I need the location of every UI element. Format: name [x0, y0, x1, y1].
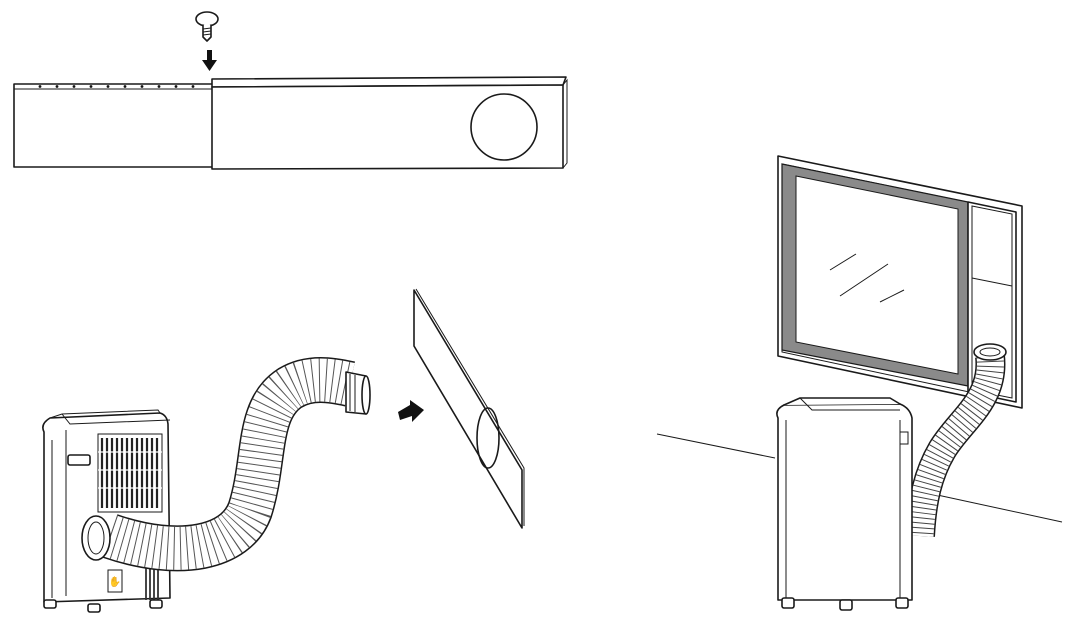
- window-glass: [781, 163, 969, 387]
- exhaust-hole: [470, 93, 538, 161]
- panel-installed-view: [656, 155, 1063, 611]
- window-slider-panel: [413, 288, 525, 529]
- panel-hose-connection: ✋: [42, 288, 525, 613]
- panel-exhaust-hole: [476, 407, 500, 469]
- screw-icon: [195, 11, 219, 42]
- window-slider-outer: [211, 76, 568, 170]
- rear-grille: [97, 433, 163, 513]
- slider-holes: [38, 85, 195, 88]
- exhaust-hose: [81, 357, 355, 572]
- svg-text:✋: ✋: [109, 575, 121, 588]
- window-slider-inner: [13, 83, 215, 168]
- exhaust-hose-installed: [905, 343, 1007, 537]
- portable-ac-unit: ✋: [42, 409, 171, 613]
- arrow-down-icon: [202, 50, 217, 71]
- arrow-right-icon: [398, 400, 424, 422]
- hose-adapter: [345, 371, 371, 415]
- portable-ac-unit-installed: [776, 397, 913, 611]
- panel-slider-assembly: [13, 11, 568, 170]
